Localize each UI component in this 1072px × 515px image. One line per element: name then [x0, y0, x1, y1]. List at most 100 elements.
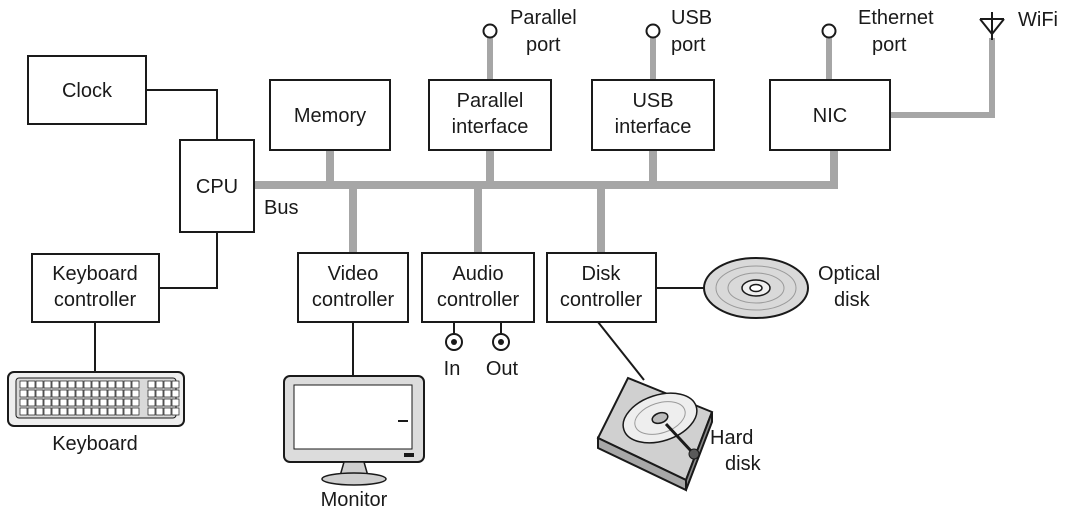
parallel-interface-box: Parallel interface [428, 79, 552, 151]
port-connector-icon [482, 23, 498, 39]
keyboard-key [67, 389, 76, 398]
audio-jack-icon [492, 333, 510, 351]
audio-jack-icon [445, 333, 463, 351]
keyboard-key [27, 389, 36, 398]
clock-box: Clock [27, 55, 147, 125]
keyboard-key [75, 389, 84, 398]
keyboard-controller-label-line2: controller [54, 289, 137, 311]
keyboard-key [51, 380, 60, 389]
keyboard-key [163, 380, 172, 389]
keyboard-key [75, 398, 84, 407]
system-bus [255, 150, 838, 253]
keyboard-key [115, 380, 124, 389]
parallel-interface-label-line2: interface [452, 116, 529, 138]
nic-label: NIC [813, 105, 847, 127]
bus-label: Bus [264, 197, 298, 219]
optical-disk-label-line2: disk [834, 289, 871, 311]
keyboard-key [27, 407, 36, 416]
keyboard-key [115, 398, 124, 407]
keyboard-key [43, 389, 52, 398]
keyboard-key [155, 407, 164, 416]
keyboard-key [147, 407, 156, 416]
keyboard-key [107, 407, 116, 416]
video-controller-label-line2: controller [312, 289, 395, 311]
keyboard-key [59, 389, 68, 398]
keyboard-controller-box: Keyboard controller [31, 253, 160, 323]
monitor-label: Monitor [321, 489, 388, 511]
clock-label: Clock [62, 80, 113, 102]
wifi-antenna-icon [979, 12, 1005, 40]
keyboard-key [155, 380, 164, 389]
wifi-label: WiFi [1018, 9, 1058, 31]
keyboard-key [51, 389, 60, 398]
keyboard-key [147, 398, 156, 407]
keyboard-key [155, 389, 164, 398]
usb-port: USB port [645, 7, 712, 56]
keyboard-key [83, 389, 92, 398]
monitor-icon [283, 375, 425, 486]
keyboard-key [99, 380, 108, 389]
keyboard-key [35, 398, 44, 407]
hard-disk-icon [596, 376, 714, 492]
keyboard-key [123, 407, 132, 416]
nic-box: NIC [769, 79, 891, 151]
cpu-label: CPU [196, 176, 238, 198]
keyboard-key [35, 407, 44, 416]
keyboard-key [131, 380, 140, 389]
keyboard-key [19, 407, 28, 416]
parallel-port-label-line2: port [526, 34, 561, 56]
parallel-interface-label-line1: Parallel [457, 90, 524, 112]
keyboard-key [107, 398, 116, 407]
keyboard-key [171, 389, 180, 398]
keyboard-key [99, 398, 108, 407]
keyboard-key [83, 380, 92, 389]
audio-out-label: Out [486, 358, 519, 380]
audio-controller-label-line2: controller [437, 289, 520, 311]
control-wires [94, 89, 707, 381]
hard-disk-label-line2: disk [725, 453, 762, 475]
optical-disk: Optical disk [703, 257, 880, 319]
keyboard-key [83, 407, 92, 416]
monitor: Monitor [283, 375, 425, 511]
audio-in-label: In [444, 358, 461, 380]
keyboard-key [147, 389, 156, 398]
keyboard-key [67, 380, 76, 389]
keyboard-icon [7, 371, 185, 427]
keyboard-key [67, 407, 76, 416]
port-connector-icon [645, 23, 661, 39]
ethernet-port-label-line2: port [872, 34, 907, 56]
memory-box: Memory [269, 79, 391, 151]
keyboard-key [163, 389, 172, 398]
keyboard-key [91, 380, 100, 389]
audio-controller-box: Audio controller [421, 252, 535, 323]
usb-interface-box: USB interface [591, 79, 715, 151]
disk-controller-label-line1: Disk [582, 263, 622, 285]
keyboard-key [115, 407, 124, 416]
keyboard-key [131, 407, 140, 416]
keyboard-key [99, 407, 108, 416]
keyboard-key [35, 380, 44, 389]
video-controller-box: Video controller [297, 252, 409, 323]
keyboard-key [19, 380, 28, 389]
keyboard-key [59, 398, 68, 407]
audio-controller-label-line1: Audio [452, 263, 503, 285]
keyboard-key [131, 398, 140, 407]
keyboard-label: Keyboard [52, 433, 138, 455]
keyboard-key [75, 407, 84, 416]
keyboard-key [91, 398, 100, 407]
keyboard-key [155, 398, 164, 407]
keyboard-key [91, 389, 100, 398]
audio-out-jack: Out [486, 333, 519, 380]
usb-port-label-line2: port [671, 34, 706, 56]
keyboard-key [163, 398, 172, 407]
keyboard-key [43, 407, 52, 416]
keyboard-key [43, 380, 52, 389]
keyboard-key [171, 380, 180, 389]
keyboard-key [171, 407, 180, 416]
keyboard-key [27, 380, 36, 389]
keyboard-key [75, 380, 84, 389]
keyboard-key [67, 398, 76, 407]
video-controller-label-line1: Video [328, 263, 379, 285]
port-stems [487, 38, 995, 118]
